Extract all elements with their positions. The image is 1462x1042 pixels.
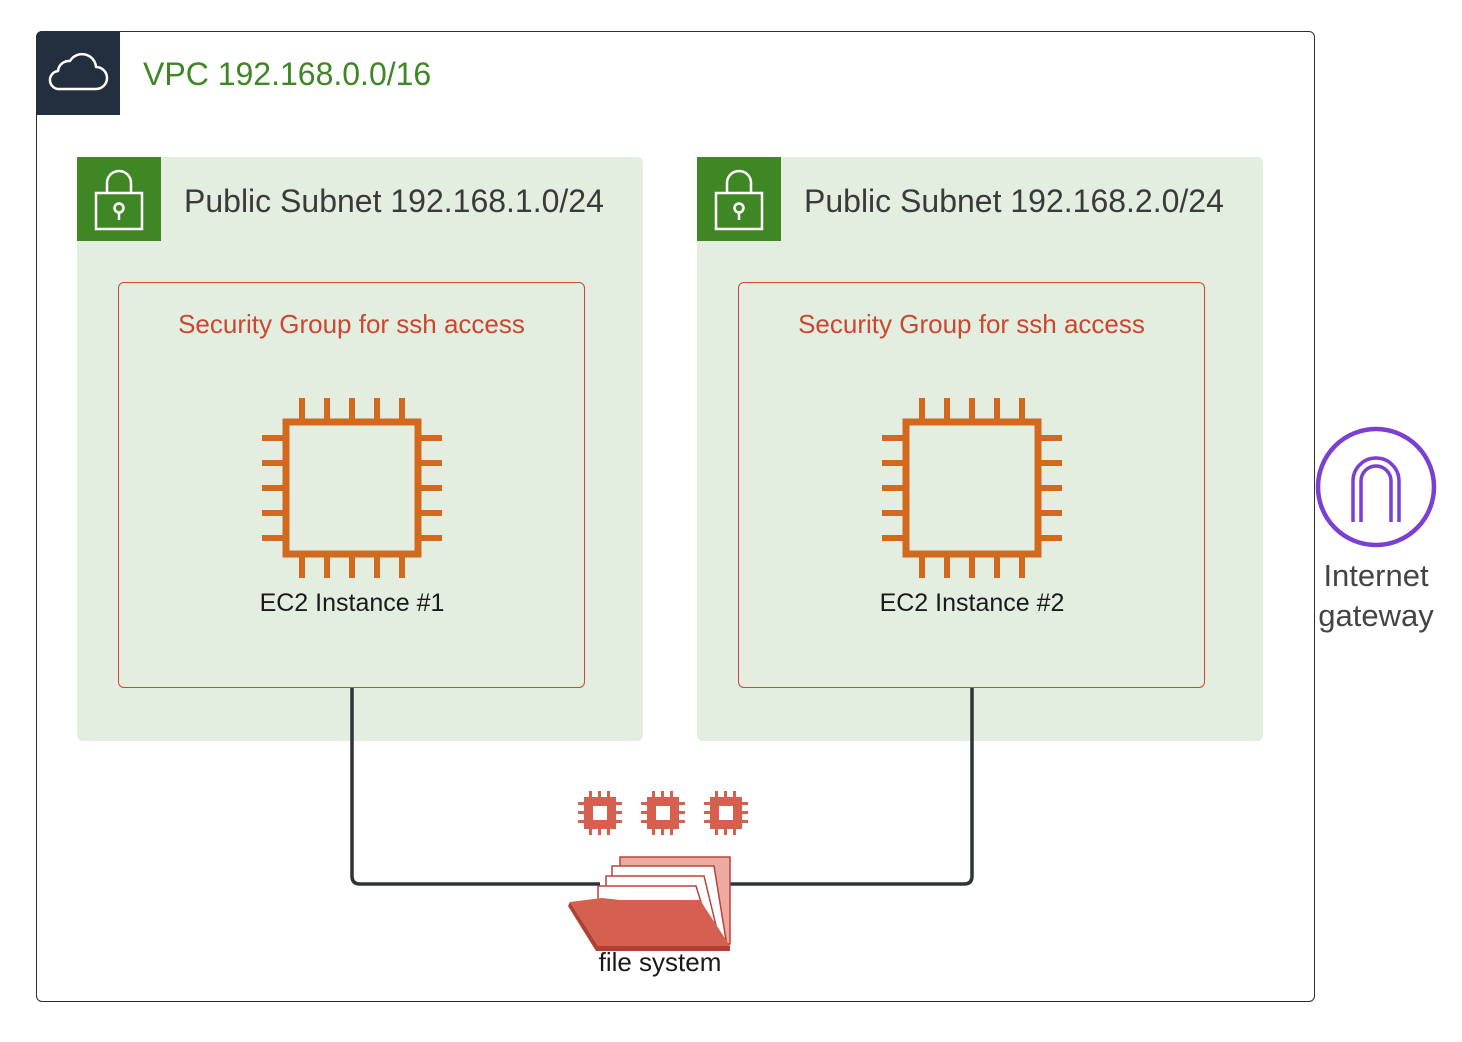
security-group-1-title: Security Group for ssh access <box>178 309 525 339</box>
vpc-container <box>36 31 1315 1002</box>
security-group-2-title: Security Group for ssh access <box>798 309 1145 339</box>
internet-gateway-label: Internet gateway <box>1306 556 1446 636</box>
public-subnet-1 <box>77 157 643 741</box>
internet-gateway-label-line1: Internet <box>1323 558 1429 593</box>
security-group-1 <box>118 282 585 688</box>
ec2-instance-2-label: EC2 Instance #2 <box>879 589 1065 617</box>
chip-icon <box>641 791 685 835</box>
vpc-icon-box <box>36 31 120 115</box>
efs-chips-group <box>578 791 748 835</box>
internet-gateway-icon[interactable] <box>1314 425 1438 549</box>
security-group-2 <box>738 282 1205 688</box>
chip-icon <box>578 791 622 835</box>
cloud-icon <box>48 52 109 91</box>
public-subnet-2 <box>697 157 1263 741</box>
ec2-instance-1-label: EC2 Instance #1 <box>259 589 445 617</box>
lock-icon <box>714 169 764 231</box>
efs-folder-icon[interactable] <box>568 854 734 952</box>
chip-icon <box>704 791 748 835</box>
ec2-instance-1-icon[interactable] <box>260 396 444 580</box>
ec2-instance-2-icon[interactable] <box>880 396 1064 580</box>
vpc-title: VPC 192.168.0.0/16 <box>143 56 432 92</box>
subnet-1-lock-box <box>77 157 161 241</box>
subnet-2-title: Public Subnet 192.168.2.0/24 <box>804 183 1224 219</box>
file-system-label: file system <box>598 947 722 977</box>
internet-gateway-label-line2: gateway <box>1318 598 1434 633</box>
connector-ec2-1-to-file-system <box>350 688 600 886</box>
lock-icon <box>94 169 144 231</box>
connector-ec2-2-to-file-system <box>725 688 974 886</box>
subnet-1-title: Public Subnet 192.168.1.0/24 <box>184 183 604 219</box>
subnet-2-lock-box <box>697 157 781 241</box>
